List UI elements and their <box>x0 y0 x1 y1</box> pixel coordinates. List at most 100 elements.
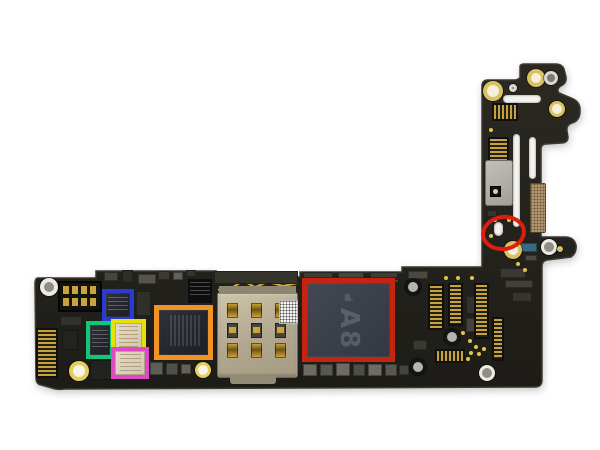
apple-logo-icon <box>343 293 353 302</box>
gold-dot <box>468 339 472 343</box>
sim-pad <box>227 323 238 338</box>
board-cutout-slot <box>503 95 541 103</box>
sim-reader-tab <box>230 376 276 384</box>
gold-dot <box>461 331 465 335</box>
metal-bracket <box>485 160 513 206</box>
component <box>150 362 163 375</box>
gold-dot <box>469 351 473 355</box>
sim-pad <box>275 343 286 358</box>
sim-qr-label <box>279 300 298 324</box>
component <box>368 364 382 376</box>
yellow-box-chip <box>115 323 142 351</box>
component <box>60 316 82 326</box>
battery-connector-pin <box>81 286 87 294</box>
screw-hole-dark <box>444 329 460 345</box>
sim-pad <box>251 303 262 318</box>
highlight-orange <box>154 305 213 360</box>
gold-dot <box>470 276 474 280</box>
battery-connector-pin <box>72 286 78 294</box>
highlight-red-a8: A8 <box>302 278 395 362</box>
antenna-mesh <box>530 183 546 233</box>
screw-hole-silver <box>544 71 558 85</box>
gold-dot <box>523 268 527 272</box>
black-ic-chip <box>187 278 213 304</box>
screw-hole-gold <box>483 81 503 101</box>
gold-dot <box>489 128 493 132</box>
sim-pad <box>251 343 262 358</box>
fpc-connector <box>492 317 504 361</box>
sim-reader-lip <box>219 286 296 294</box>
component <box>181 364 191 374</box>
component <box>487 210 497 217</box>
battery-connector-pin <box>90 286 96 294</box>
component <box>353 364 365 376</box>
battery-connector-pin <box>63 286 69 294</box>
component <box>525 255 537 261</box>
component <box>408 271 428 279</box>
gold-dot <box>466 357 470 361</box>
blue-box-chip <box>106 293 130 317</box>
component <box>166 363 178 375</box>
board-cutout-slot <box>513 134 520 227</box>
sim-pad-contact <box>277 327 284 333</box>
gold-dot <box>444 276 448 280</box>
fpc-connector <box>428 284 444 330</box>
highlight-green <box>86 321 114 359</box>
fpc-connector <box>36 328 58 378</box>
component <box>413 340 427 350</box>
board-cutout-slot <box>529 137 536 179</box>
component <box>186 270 196 277</box>
chip-markings <box>167 315 200 347</box>
screw-hole-silver <box>509 84 517 92</box>
magenta-box-chip <box>115 351 145 375</box>
gold-dot <box>516 262 520 266</box>
circled-screw-hole <box>494 222 503 236</box>
screw-hole-dark <box>410 359 426 375</box>
fpc-connector <box>474 283 489 339</box>
gold-dot <box>493 218 497 222</box>
screw-hole-gold <box>557 246 563 252</box>
fpc-connector <box>448 283 463 326</box>
bracket-dot <box>493 189 498 194</box>
screw-hole-white <box>40 278 58 296</box>
component <box>138 274 156 284</box>
component <box>500 268 526 278</box>
fpc-connector <box>435 349 465 363</box>
component <box>90 360 114 380</box>
screw-hole-white <box>479 365 495 381</box>
component <box>214 271 298 284</box>
sim-pad <box>275 323 286 338</box>
sim-pad <box>227 303 238 318</box>
screw-hole-gold <box>504 241 522 259</box>
gold-dot <box>507 218 511 222</box>
sim-pad-contact <box>253 327 260 333</box>
component <box>173 272 183 280</box>
highlight-blue <box>102 289 134 321</box>
component <box>104 272 118 281</box>
component <box>320 364 333 376</box>
battery-connector-pin <box>90 298 96 306</box>
component <box>512 292 532 302</box>
screw-hole-gold <box>549 101 565 117</box>
chip-markings <box>108 296 128 311</box>
component <box>62 330 78 350</box>
gold-dot <box>456 276 460 280</box>
component <box>158 271 170 280</box>
component <box>136 291 151 316</box>
component <box>370 272 398 278</box>
green-box-chip <box>90 325 110 355</box>
gold-dot <box>477 352 481 356</box>
screw-hole-yellow <box>69 361 89 381</box>
component <box>303 364 317 376</box>
component <box>520 243 537 252</box>
battery-connector-pin <box>63 298 69 306</box>
chip-markings <box>189 281 211 298</box>
fpc-connector <box>492 103 518 121</box>
component <box>505 280 533 288</box>
a8-text: A8 <box>333 307 364 351</box>
component <box>336 363 350 376</box>
component <box>338 272 364 278</box>
component <box>385 364 397 376</box>
component <box>122 270 133 283</box>
